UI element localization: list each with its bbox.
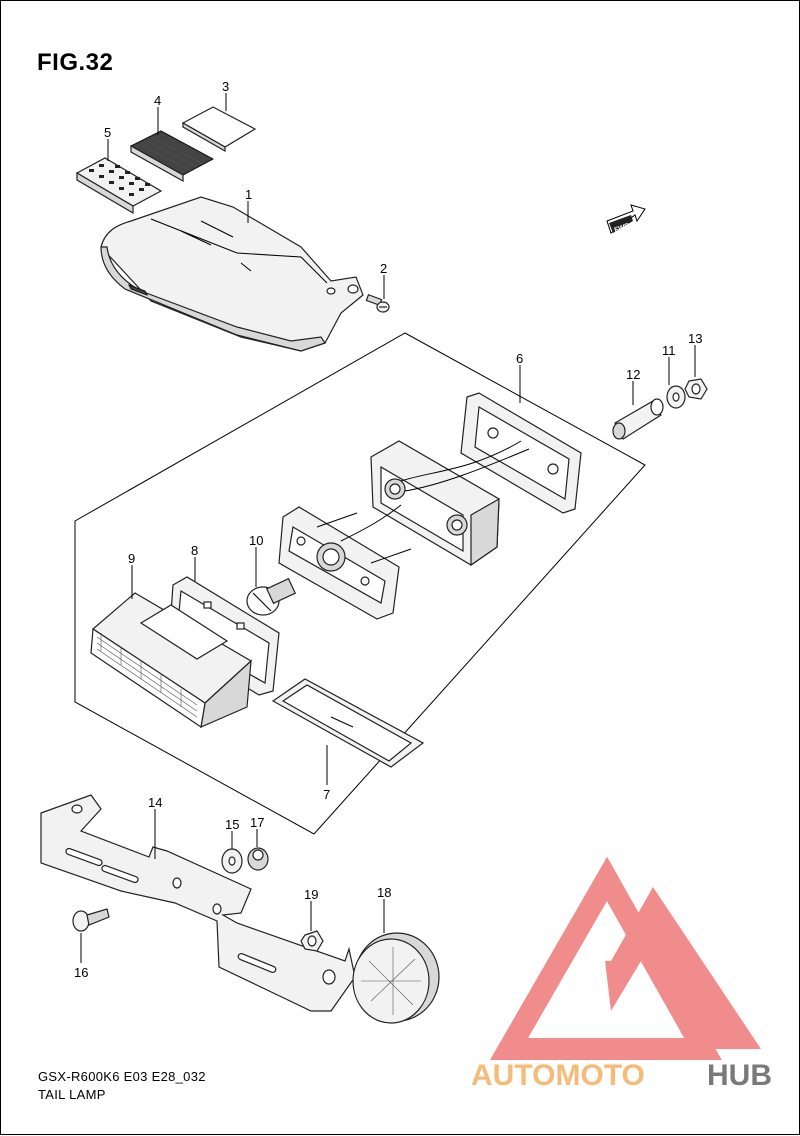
part-7-reflector bbox=[271, 678, 425, 768]
part-18-round-reflector bbox=[352, 932, 440, 1024]
callout-numbers: 1 2 3 4 5 6 7 8 9 10 11 12 13 14 15 16 1… bbox=[74, 79, 702, 980]
callout-5: 5 bbox=[104, 125, 111, 140]
fwd-arrow-icon: FWD bbox=[606, 204, 646, 234]
part-14-bracket bbox=[40, 794, 356, 1012]
callout-12: 12 bbox=[626, 367, 640, 382]
callout-3: 3 bbox=[222, 79, 229, 94]
part-1-tail-lamp-body bbox=[100, 196, 364, 352]
callout-14: 14 bbox=[148, 795, 162, 810]
callout-17: 17 bbox=[250, 815, 264, 830]
callout-18: 18 bbox=[377, 885, 391, 900]
callout-15: 15 bbox=[225, 817, 239, 832]
part-13-nut bbox=[684, 378, 708, 400]
part-19-nut bbox=[300, 930, 324, 952]
callout-6: 6 bbox=[516, 351, 523, 366]
callout-2: 2 bbox=[380, 261, 387, 276]
part-2-screw bbox=[365, 294, 390, 313]
callout-11: 11 bbox=[662, 343, 676, 358]
figure-title: FIG.32 bbox=[37, 49, 114, 76]
socket-plate bbox=[278, 504, 412, 620]
part-4-rubber bbox=[129, 130, 215, 183]
leader-lines bbox=[80, 93, 696, 963]
callout-10: 10 bbox=[249, 533, 263, 548]
lamp-housing bbox=[370, 440, 530, 567]
part-5-cushion bbox=[75, 157, 163, 215]
automotohub-watermark-logo: AUTOMOTO HUB bbox=[471, 856, 772, 1092]
part-11-washer bbox=[666, 385, 686, 409]
callout-16: 16 bbox=[74, 965, 88, 980]
part-16-bolt bbox=[72, 908, 110, 932]
callout-19: 19 bbox=[304, 887, 318, 902]
watermark-arrow-icon bbox=[611, 887, 761, 1049]
part-name-label: TAIL LAMP bbox=[38, 1087, 106, 1102]
part-6-gasket bbox=[460, 392, 582, 514]
part-9-lens bbox=[90, 592, 253, 729]
callout-9: 9 bbox=[128, 551, 135, 566]
callout-1: 1 bbox=[245, 187, 252, 202]
callout-4: 4 bbox=[154, 93, 161, 108]
part-12-collar bbox=[612, 398, 664, 440]
part-3-pad bbox=[181, 106, 257, 153]
callout-8: 8 bbox=[191, 543, 198, 558]
part-15-washer bbox=[221, 848, 243, 874]
part-10-bulb bbox=[246, 577, 297, 616]
watermark-text-automoto: AUTOMOTO bbox=[471, 1059, 645, 1092]
part-17-grommet bbox=[247, 847, 269, 871]
watermark-text-hub: HUB bbox=[707, 1059, 772, 1092]
callout-13: 13 bbox=[688, 331, 702, 346]
model-code-label: GSX-R600K6 E03 E28_032 bbox=[38, 1069, 206, 1084]
callout-7: 7 bbox=[323, 787, 330, 802]
subassembly-outline bbox=[74, 332, 646, 835]
